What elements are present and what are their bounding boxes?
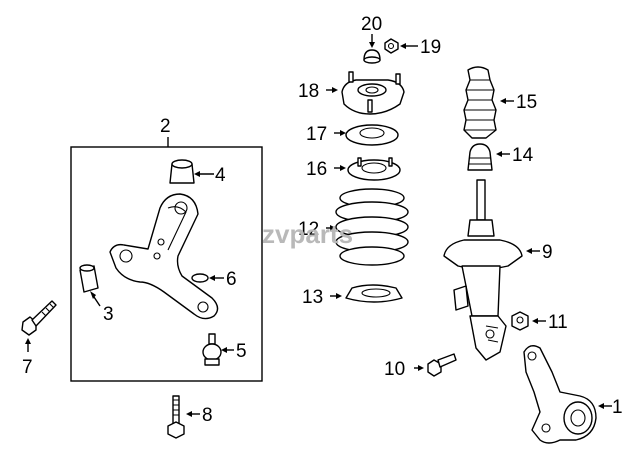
part-10-bolt: [427, 353, 457, 377]
label-8: 8: [202, 405, 213, 426]
label-1: 1: [612, 397, 623, 418]
label-14: 14: [512, 145, 534, 166]
lower-control-arm: [109, 193, 219, 320]
part-9-strut-assembly: [443, 179, 523, 361]
label-9: 9: [542, 242, 553, 263]
part-17-bearing: [345, 124, 399, 146]
part-16-spring-seat: [347, 157, 401, 181]
label-16: 16: [306, 159, 327, 180]
lower-arm-group-box: [70, 146, 263, 382]
part-3-bushing: [79, 264, 99, 293]
label-13: 13: [302, 287, 323, 308]
part-5-ball-joint: [202, 333, 222, 366]
label-10: 10: [384, 359, 405, 380]
label-20: 20: [361, 14, 382, 35]
part-8-bolt: [167, 395, 185, 439]
label-5: 5: [236, 341, 247, 362]
part-11-nut: [511, 311, 529, 331]
label-6: 6: [226, 269, 237, 290]
label-11: 11: [548, 312, 568, 333]
part-1-steering-knuckle: [523, 345, 597, 444]
part-12-coil-spring: [335, 188, 409, 266]
part-15-dust-boot: [463, 66, 497, 139]
label-7: 7: [22, 357, 33, 378]
part-20-cap: [363, 49, 381, 64]
label-17: 17: [306, 124, 327, 145]
label-12: 12: [298, 219, 319, 240]
part-6-ring: [191, 273, 209, 283]
label-2: 2: [160, 116, 171, 137]
label-3: 3: [103, 304, 114, 325]
part-13-spring-pad: [345, 284, 403, 303]
watermark: zvparts: [262, 219, 353, 249]
part-18-strut-mount: [341, 71, 405, 115]
part-7-bolt: [21, 300, 57, 336]
label-4: 4: [215, 165, 226, 186]
label-15: 15: [516, 92, 537, 113]
label-18: 18: [298, 81, 319, 102]
part-4-bushing: [169, 159, 195, 184]
part-14-bump-stop: [467, 143, 493, 171]
part-19-nut: [384, 38, 399, 54]
label-19: 19: [420, 37, 441, 58]
